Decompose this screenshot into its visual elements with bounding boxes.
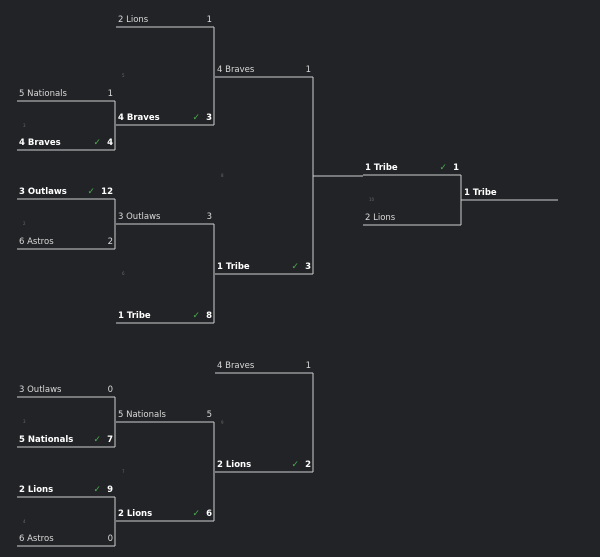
- team-score: 2: [305, 460, 311, 470]
- team-name: 3 Outlaws: [19, 385, 62, 395]
- team-score: 1: [453, 163, 459, 173]
- team-name: 5 Nationals: [118, 410, 166, 420]
- team-score: 8: [206, 311, 212, 321]
- game-number: 2: [23, 221, 26, 226]
- team-score: 3: [305, 262, 311, 272]
- game-number: 5: [122, 73, 125, 78]
- lb-r1-a-bottom-slot[interactable]: 5 Nationals 7 ✓: [17, 433, 115, 447]
- team-name: 3 Outlaws: [19, 187, 67, 197]
- team-score: 4: [107, 138, 113, 148]
- team-name: 4 Braves: [217, 361, 255, 371]
- game-number: 8: [221, 172, 224, 178]
- team-name: 4 Braves: [217, 65, 255, 75]
- team-score: 9: [107, 485, 113, 495]
- game-number: 3: [23, 122, 26, 128]
- team-score: 7: [107, 435, 113, 445]
- wb-r2-a-bottom-slot[interactable]: 4 Braves 3 ✓: [116, 111, 214, 125]
- team-name: 2 Lions: [19, 485, 54, 495]
- team-name: 2 Lions: [365, 213, 396, 223]
- team-name: 5 Nationals: [19, 435, 74, 445]
- game-number: 10: [369, 197, 375, 202]
- game-number: 4: [23, 518, 26, 524]
- team-score: 1: [305, 65, 311, 75]
- team-name: 2 Lions: [118, 509, 153, 519]
- wb-r1-b-top-slot[interactable]: 3 Outlaws 12 ✓: [17, 185, 115, 199]
- check-icon: ✓: [192, 311, 200, 321]
- team-name: 1 Tribe: [365, 163, 398, 173]
- final-top-slot[interactable]: 1 Tribe 1 ✓: [363, 161, 461, 175]
- team-score: 12: [101, 187, 113, 197]
- game-number: 3: [23, 419, 26, 424]
- team-name: 1 Tribe: [118, 311, 151, 321]
- lb-r1-b-bottom-slot[interactable]: 6 Astros 0: [17, 532, 115, 546]
- team-name: 6 Astros: [19, 534, 54, 544]
- lb-r1-b-top-slot[interactable]: 2 Lions 9 ✓: [17, 483, 115, 497]
- team-score: 1: [305, 361, 311, 371]
- lb-r2-top-slot[interactable]: 5 Nationals 5: [116, 408, 214, 422]
- team-name: 3 Outlaws: [118, 212, 161, 222]
- team-score: 2: [107, 237, 113, 247]
- check-icon: ✓: [192, 113, 200, 123]
- team-score: 0: [107, 385, 113, 395]
- check-icon: ✓: [192, 509, 200, 519]
- team-name: 1 Tribe: [217, 262, 250, 272]
- team-score: 1: [107, 89, 113, 99]
- check-icon: ✓: [87, 187, 95, 197]
- lb-r3-bottom-slot[interactable]: 2 Lions 2 ✓: [215, 458, 313, 472]
- team-score: 3: [206, 113, 212, 123]
- team-name: 4 Braves: [19, 138, 61, 148]
- lb-r1-a-top-slot[interactable]: 3 Outlaws 0: [17, 383, 115, 397]
- wb-r1-b-bottom-slot[interactable]: 6 Astros 2: [17, 235, 115, 249]
- check-icon: ✓: [93, 138, 101, 148]
- team-score: 1: [206, 15, 212, 25]
- check-icon: ✓: [93, 435, 101, 445]
- check-icon: ✓: [93, 485, 101, 495]
- team-score: 5: [206, 410, 212, 420]
- team-score: 3: [206, 212, 212, 222]
- team-name: 2 Lions: [118, 15, 149, 25]
- team-name: 5 Nationals: [19, 89, 67, 99]
- check-icon: ✓: [291, 262, 299, 272]
- check-icon: ✓: [439, 163, 447, 173]
- wb-r1-a-top-slot[interactable]: 5 Nationals 1: [17, 87, 115, 101]
- team-name: 2 Lions: [217, 460, 252, 470]
- wb-r2-b-bottom-slot[interactable]: 1 Tribe 8 ✓: [116, 309, 214, 323]
- check-icon: ✓: [291, 460, 299, 470]
- champion-name: 1 Tribe: [464, 188, 497, 198]
- wb-r3-bottom-slot[interactable]: 1 Tribe 3 ✓: [215, 260, 313, 274]
- game-number: 9: [221, 419, 224, 425]
- game-number: 6: [122, 270, 125, 276]
- team-name: 4 Braves: [118, 113, 160, 123]
- team-score: 6: [206, 509, 212, 519]
- team-score: 0: [107, 534, 113, 544]
- lb-r2-bottom-slot[interactable]: 2 Lions 6 ✓: [116, 507, 214, 521]
- wb-r1-a-bottom-slot[interactable]: 4 Braves 4 ✓: [17, 136, 115, 150]
- team-name: 6 Astros: [19, 237, 54, 247]
- wb-r3-top-slot[interactable]: 4 Braves 1: [215, 63, 313, 77]
- lb-r3-top-slot[interactable]: 4 Braves 1: [215, 359, 313, 373]
- final-bottom-slot[interactable]: 2 Lions: [363, 211, 461, 225]
- champion-slot[interactable]: 1 Tribe: [462, 186, 558, 200]
- game-number: 7: [122, 468, 125, 474]
- wb-r2-b-top-slot[interactable]: 3 Outlaws 3: [116, 210, 214, 224]
- wb-r2-a-top-slot[interactable]: 2 Lions 1: [116, 13, 214, 27]
